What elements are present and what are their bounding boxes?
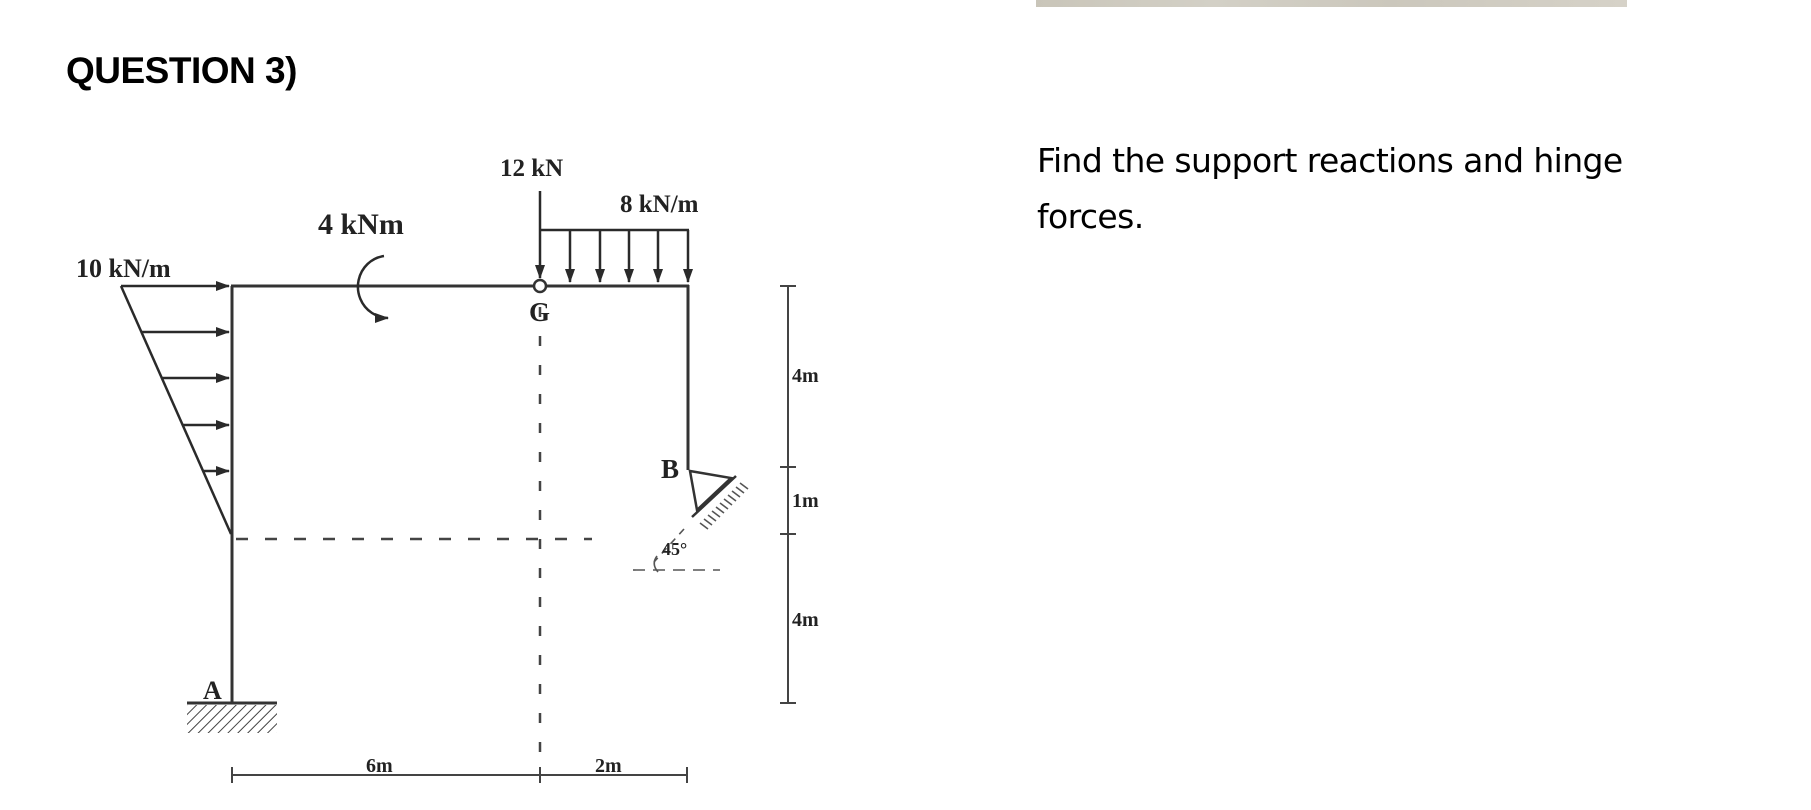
horizontal-dimension [231,767,688,783]
angle-label: 45° [662,539,688,559]
vertical-dimension [780,285,796,704]
moment-icon [356,254,389,323]
reference-lines [236,300,592,770]
fixed-support-a-icon [187,701,277,733]
dimension-label-4m-top: 4m [792,365,819,387]
triangular-load [119,281,233,535]
pin-support-b-icon [688,469,749,530]
hinge-g-label: G [529,297,551,327]
triangular-load-label: 10 kN/m [76,254,171,283]
udl-label: 8 kN/m [620,191,699,218]
udl-load [541,228,693,283]
support-b-label: B [661,454,680,484]
point-load-label: 12 kN [500,155,564,182]
instruction-text: Find the support reactions and hinge for… [1037,141,1623,236]
dimension-label-2m: 2m [595,755,622,777]
dimension-label-1m: 1m [792,490,819,512]
top-image-strip [1036,0,1627,7]
question-title: QUESTION 3) [66,50,297,91]
dimension-label-6m: 6m [366,755,393,777]
frame-members [230,284,690,703]
frame-diagram: 10 kN/m 4 kNm 12 kN 8 kN/m G A B 45° 6m … [0,0,900,810]
support-a-label: A [203,676,222,705]
hinge-g-icon [532,278,548,294]
frame-diagram-svg [119,191,796,783]
angle-guide [633,528,720,573]
dimension-label-4m-bottom: 4m [792,609,819,631]
moment-label: 4 kNm [318,208,404,241]
